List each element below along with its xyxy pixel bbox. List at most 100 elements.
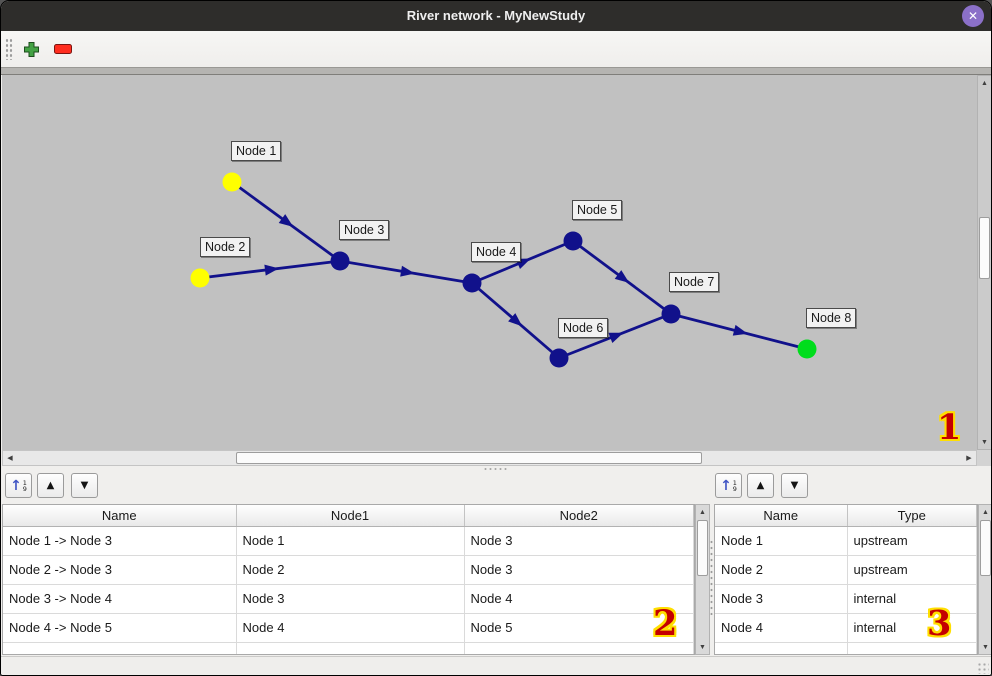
scroll-up-icon[interactable]: ▲	[978, 76, 991, 90]
annotation-1: 1	[937, 407, 962, 448]
toolbar-drag-handle[interactable]	[5, 38, 13, 60]
table-cell: Node 2 -> Node 3	[3, 555, 237, 585]
flow-arrow-icon	[508, 313, 523, 327]
table-cell: Node 1	[715, 526, 848, 556]
flow-arrow-icon	[608, 332, 624, 343]
column-header[interactable]: Node1	[236, 505, 465, 527]
up-triangle-icon: ▲	[46, 479, 55, 491]
column-header[interactable]: Name	[715, 505, 848, 527]
flow-arrow-icon	[732, 324, 748, 336]
down-triangle-icon: ▼	[790, 479, 799, 491]
table-splitter[interactable]	[709, 539, 715, 615]
table-cell	[715, 642, 848, 654]
reach-table-header-row: Name Node1 Node2	[3, 505, 694, 527]
node-label[interactable]: Node 5	[572, 200, 623, 220]
annotation-3: 3	[927, 603, 952, 644]
node-node-6[interactable]	[549, 348, 569, 368]
pane-splitter[interactable]	[1, 466, 991, 472]
toolbar-separator	[1, 67, 991, 75]
table-cell: Node 3 -> Node 4	[3, 584, 237, 614]
status-bar	[1, 656, 991, 675]
reach-table-scrollbar[interactable]: ▲ ▼	[695, 504, 710, 655]
node-label[interactable]: Node 6	[558, 318, 609, 338]
column-header[interactable]: Node2	[464, 505, 694, 527]
table-cell: upstream	[847, 555, 977, 585]
vscroll-thumb[interactable]	[980, 520, 991, 576]
table-cell: Node 4	[236, 613, 465, 643]
node-node-2[interactable]	[190, 268, 210, 288]
up-triangle-icon: ▲	[756, 479, 765, 491]
column-header[interactable]: Type	[847, 505, 977, 527]
scroll-down-icon[interactable]: ▼	[696, 640, 709, 654]
vscroll-thumb[interactable]	[979, 217, 990, 279]
canvas-hscrollbar[interactable]: ◀ ▶	[2, 450, 977, 466]
network-svg	[190, 172, 817, 368]
node-move-down-button[interactable]: ▼	[781, 473, 808, 498]
column-header[interactable]: Name	[3, 505, 237, 527]
table-cell	[3, 642, 237, 654]
table-cell: internal	[847, 584, 977, 614]
table-cell: Node 4	[715, 613, 848, 643]
sort-ascending-icon: ↑ 1 9	[10, 477, 27, 494]
node-node-5[interactable]	[563, 231, 583, 251]
resize-grip[interactable]	[977, 662, 989, 674]
flow-arrow-icon	[614, 270, 630, 283]
node-table-scrollbar[interactable]: ▲ ▼	[978, 504, 991, 655]
table-row-empty	[3, 642, 694, 654]
scroll-down-icon[interactable]: ▼	[978, 435, 991, 449]
table-cell: upstream	[847, 526, 977, 556]
node-label[interactable]: Node 7	[669, 272, 720, 292]
scroll-up-icon[interactable]: ▲	[979, 505, 991, 519]
add-button[interactable]	[18, 36, 44, 62]
table-cell: Node 1	[236, 526, 465, 556]
vscroll-thumb[interactable]	[697, 520, 708, 576]
node-node-8[interactable]	[797, 339, 817, 359]
scrollbar-corner	[977, 450, 991, 466]
reach-move-down-button[interactable]: ▼	[71, 473, 98, 498]
table-cell: Node 3	[464, 555, 694, 585]
node-node-4[interactable]	[462, 273, 482, 293]
node-label[interactable]: Node 4	[471, 242, 522, 262]
titlebar[interactable]: River network - MyNewStudy ✕	[1, 1, 991, 31]
node-label[interactable]: Node 1	[231, 141, 282, 161]
node-label[interactable]: Node 3	[339, 220, 390, 240]
hscroll-thumb[interactable]	[236, 452, 702, 464]
node-label[interactable]: Node 2	[200, 237, 251, 257]
table-cell: Node 3	[236, 584, 465, 614]
network-canvas[interactable]	[2, 75, 977, 450]
table-cell: Node 2	[715, 555, 848, 585]
scroll-left-icon[interactable]: ◀	[3, 451, 17, 465]
node-node-3[interactable]	[330, 251, 350, 271]
main-toolbar	[1, 31, 991, 67]
down-triangle-icon: ▼	[80, 479, 89, 491]
close-button[interactable]: ✕	[962, 5, 984, 27]
node-table-header-row: Name Type	[715, 505, 977, 527]
node-node-7[interactable]	[661, 304, 681, 324]
table-cell: internal	[847, 613, 977, 643]
scroll-right-icon[interactable]: ▶	[962, 451, 976, 465]
reach-sort-button[interactable]: ↑ 1 9	[5, 473, 32, 498]
canvas-vscrollbar[interactable]: ▲ ▼	[977, 75, 991, 450]
node-move-up-button[interactable]: ▲	[747, 473, 774, 498]
node-label[interactable]: Node 8	[806, 308, 857, 328]
node-node-1[interactable]	[222, 172, 242, 192]
scroll-down-icon[interactable]: ▼	[979, 640, 991, 654]
window-title: River network - MyNewStudy	[406, 8, 586, 23]
node-sort-button[interactable]: ↑ 1 9	[715, 473, 742, 498]
table-cell: Node 4	[464, 584, 694, 614]
close-icon: ✕	[967, 9, 979, 23]
scroll-up-icon[interactable]: ▲	[696, 505, 709, 519]
table-cell	[236, 642, 465, 654]
remove-button[interactable]	[50, 36, 76, 62]
reach-move-up-button[interactable]: ▲	[37, 473, 64, 498]
